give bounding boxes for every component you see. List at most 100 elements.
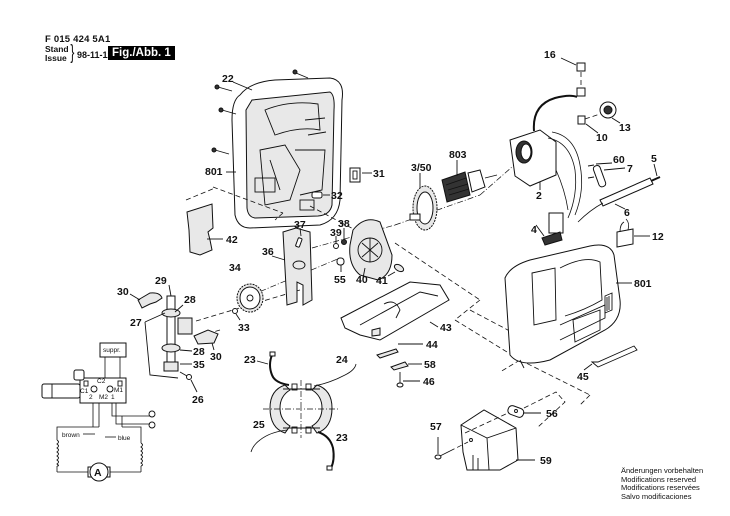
callout-31: 31 xyxy=(373,168,385,180)
part-32-pin xyxy=(311,191,323,199)
callout-32: 32 xyxy=(331,190,343,202)
callout-13: 13 xyxy=(619,122,631,134)
part-3-50-fan xyxy=(409,185,438,231)
callout-33: 33 xyxy=(238,322,250,334)
callout-22: 22 xyxy=(222,73,234,85)
cable-lead xyxy=(577,202,604,223)
screws-22 xyxy=(211,69,309,155)
part-7-cable-clamp xyxy=(592,164,607,188)
terminal-1: 1 xyxy=(111,394,115,401)
part-41-spacer xyxy=(393,263,405,273)
terminal-c2: C2 xyxy=(97,378,106,385)
part-58-clamp-plate xyxy=(390,361,409,371)
part-43-base-plate xyxy=(340,281,450,341)
callout-43: 43 xyxy=(440,322,452,334)
part-10-brush-clip xyxy=(577,115,586,125)
part-60-screws xyxy=(587,164,595,179)
callout-37: 37 xyxy=(294,219,306,231)
callout-35: 35 xyxy=(193,359,205,371)
wire-23-top-terminal xyxy=(269,351,276,357)
callout-803: 803 xyxy=(449,149,467,161)
part-59-guard xyxy=(460,409,519,471)
callout-28-bottom: 28 xyxy=(193,346,205,358)
part-37-pin xyxy=(295,237,303,248)
motor-lead-wire xyxy=(532,94,578,132)
housing-left-half xyxy=(231,77,343,229)
callout-38: 38 xyxy=(338,218,350,230)
callout-30-top: 30 xyxy=(117,286,129,298)
callout-27: 27 xyxy=(130,317,142,329)
callout-45: 45 xyxy=(577,371,589,383)
part-38-bearing xyxy=(341,239,347,245)
wiring-schematic: suppr. C1 C2 M1 M2 2 1 brown blue xyxy=(41,342,156,482)
part-30-guide-bottom xyxy=(193,329,219,345)
cable-wire-c xyxy=(555,169,569,211)
callout-25: 25 xyxy=(253,419,265,431)
stand-issue-labels: Stand Issue xyxy=(45,45,69,63)
terminal-c1: C1 xyxy=(80,388,89,395)
wire-brown-label: brown xyxy=(62,432,80,439)
callout-29: 29 xyxy=(155,275,167,287)
part-number: F 015 424 5A1 xyxy=(45,34,111,45)
part-57-screw xyxy=(434,450,451,460)
wire-23-bottom xyxy=(317,431,335,469)
housing-right-half xyxy=(504,244,621,369)
callout-44: 44 xyxy=(426,339,438,351)
note-de: Änderungen vorbehalten xyxy=(621,466,704,475)
part-40-gear-housing xyxy=(349,219,393,281)
callout-24: 24 xyxy=(336,354,348,366)
note-es: Salvo modificaciones xyxy=(621,491,692,501)
note-en: Modifications reserved xyxy=(621,474,697,484)
callout-16: 16 xyxy=(544,49,556,61)
part-16-brush xyxy=(576,87,586,97)
suppressor-label: suppr. xyxy=(103,347,121,354)
part-16-brush-holder xyxy=(576,62,586,72)
part-33-washer xyxy=(232,308,238,314)
part-2-stator xyxy=(509,129,557,187)
wire-blue-label: blue xyxy=(118,435,131,442)
part-56-knob xyxy=(507,405,525,418)
cable-wire-a xyxy=(551,131,583,216)
part-30-guide-top xyxy=(137,292,163,309)
part-31-clip xyxy=(349,167,361,183)
callout-41: 41 xyxy=(376,275,388,287)
part-5-power-cord xyxy=(650,176,661,182)
part-36-lever-bracket xyxy=(282,227,313,306)
callout-26: 26 xyxy=(192,394,204,406)
callout-28-top: 28 xyxy=(184,294,196,306)
modification-notes: Änderungen vorbehalten Modifications res… xyxy=(621,466,704,501)
callout-2: 2 xyxy=(536,190,542,202)
callout-46: 46 xyxy=(423,376,435,388)
terminal-2: 2 xyxy=(89,394,93,401)
terminal-m1: M1 xyxy=(114,387,123,394)
wire-24 xyxy=(313,363,357,387)
callout-34: 34 xyxy=(229,262,241,274)
part-13-bearing xyxy=(599,101,617,119)
part-39-washer xyxy=(333,243,339,249)
callout-60: 60 xyxy=(613,154,625,166)
wire-23-top xyxy=(269,354,290,386)
callout-23-bottom: 23 xyxy=(336,432,348,444)
part-26-screw xyxy=(179,371,192,380)
stand-label: Stand xyxy=(45,44,69,54)
part-803-armature xyxy=(441,169,498,203)
callout-4: 4 xyxy=(531,224,537,236)
field-coil xyxy=(263,380,340,438)
issue-label: Issue xyxy=(45,53,67,63)
callout-58: 58 xyxy=(424,359,436,371)
callout-55: 55 xyxy=(334,274,346,286)
callout-3-50: 3/50 xyxy=(411,162,432,174)
part-44-clamp xyxy=(376,348,399,359)
part-6-cable-sleeve xyxy=(599,177,654,207)
part-4-switch xyxy=(541,212,564,246)
cable-wire-b xyxy=(547,137,577,219)
callout-40: 40 xyxy=(356,274,368,286)
callout-57: 57 xyxy=(430,421,442,433)
terminal-m2: M2 xyxy=(99,394,108,401)
figure-label: Fig./Abb. 1 xyxy=(108,46,175,60)
issue-date: 98-11-12 xyxy=(77,50,113,60)
part-46-screw xyxy=(396,372,404,388)
part-34-gear xyxy=(236,283,264,313)
callout-39: 39 xyxy=(330,227,342,239)
